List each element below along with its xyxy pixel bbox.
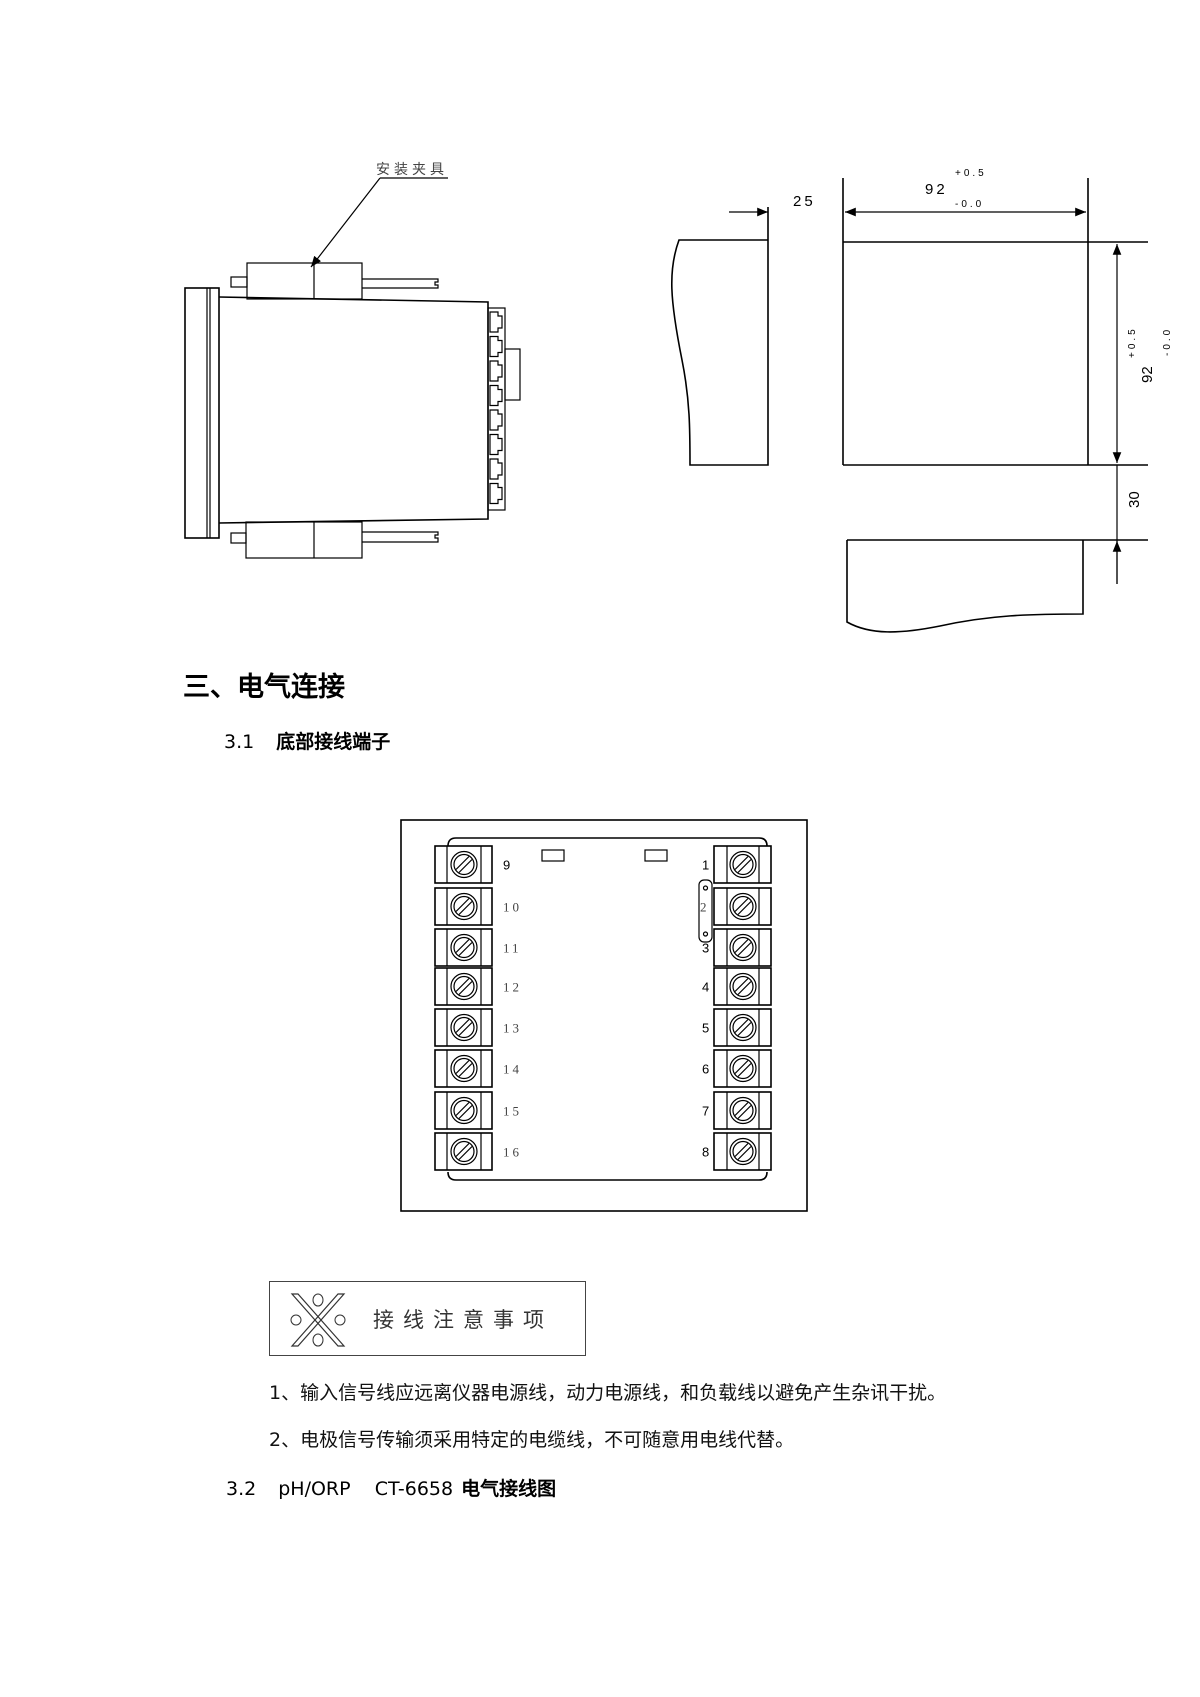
- side-terminal: [489, 384, 503, 407]
- top-clamp-tab: [230, 276, 248, 288]
- screw-icon: [450, 933, 478, 962]
- screw-icon: [450, 1096, 478, 1125]
- bottom-clamp: [245, 521, 363, 559]
- front-bezel: [184, 287, 220, 539]
- left-panel-section: [671, 207, 769, 466]
- top-clamp: [246, 262, 363, 300]
- side-terminal: [489, 458, 503, 480]
- height-tol-plus: +0.5: [1127, 326, 1138, 358]
- side-terminal-strip: [487, 307, 506, 511]
- terminal-number: 11: [503, 941, 522, 956]
- screw-icon: [729, 1096, 757, 1125]
- terminal-number: 10: [503, 900, 522, 915]
- screw-icon: [450, 972, 478, 1001]
- terminal-16: 16: [434, 1132, 522, 1171]
- terminal-number: 15: [503, 1104, 522, 1119]
- bottom-clamp-tab: [230, 532, 247, 544]
- notice-title: 接线注意事项: [373, 1308, 553, 1332]
- screw-icon: [729, 892, 757, 921]
- side-view-drawing: 安装夹具: [184, 162, 521, 559]
- terminal-5: 5: [702, 1008, 772, 1047]
- top-clamp-rod: [362, 278, 439, 289]
- terminal-3: 3: [702, 928, 772, 967]
- housing-body: [218, 296, 489, 524]
- screw-icon: [729, 972, 757, 1001]
- subsection-3-1-heading: 3.1 底部接线端子: [224, 727, 390, 754]
- jumper-link: [698, 879, 713, 943]
- subsection-title: 电气接线图: [461, 1478, 557, 1500]
- screw-icon: [729, 933, 757, 962]
- side-connector: [504, 348, 521, 401]
- screw-icon: [729, 1054, 757, 1083]
- terminal-housing-outline: [447, 837, 768, 1181]
- clamp-label: 安装夹具: [376, 162, 448, 178]
- clamp-leader-arrow: [310, 177, 381, 268]
- terminal-12: 12: [434, 967, 522, 1006]
- model-label: pH/ORP CT-6658: [278, 1478, 454, 1500]
- terminal-number: 8: [702, 1145, 712, 1160]
- side-terminal: [489, 360, 503, 382]
- terminal-number: 6: [702, 1062, 712, 1077]
- terminal-number: 7: [702, 1104, 712, 1119]
- width-dimension: 92: [925, 181, 948, 198]
- side-terminal: [489, 409, 503, 431]
- terminal-13: 13: [434, 1008, 522, 1047]
- width-tol-minus: -0.0: [955, 199, 984, 210]
- panel-cutout-drawing: 25 92 +0.5 -0.0 92 +0.5 -0.0 30: [671, 168, 1173, 633]
- bottom-clamp-rod: [362, 531, 439, 543]
- notice-item-1: 1、输入信号线应远离仪器电源线，动力电源线，和负载线以避免产生杂讯干扰。: [269, 1382, 947, 1404]
- terminal-1: 1: [702, 845, 772, 884]
- terminal-outer-frame: [400, 819, 808, 1212]
- terminal-15: 15: [434, 1091, 522, 1130]
- terminal-number: 2: [700, 900, 710, 915]
- subsection-number: 3.1: [224, 731, 255, 753]
- screw-icon: [450, 1054, 478, 1083]
- terminal-9: 9: [434, 845, 513, 884]
- height-tol-minus: -0.0: [1162, 327, 1173, 356]
- subsection-number: 3.2: [226, 1478, 257, 1500]
- screw-icon: [450, 1137, 478, 1166]
- screw-icon: [729, 1013, 757, 1042]
- section-heading: 三、电气连接: [183, 672, 345, 703]
- terminal-7: 7: [702, 1091, 772, 1130]
- terminal-6: 6: [702, 1049, 772, 1088]
- top-slot-left: [541, 849, 565, 862]
- terminal-number: 14: [503, 1062, 522, 1077]
- terminal-number: 12: [503, 980, 522, 995]
- width-tol-plus: +0.5: [955, 168, 987, 179]
- terminal-14: 14: [434, 1049, 522, 1088]
- top-slot-right: [644, 849, 668, 862]
- wiring-notice-box: 接线注意事项: [269, 1281, 586, 1356]
- terminal-number: 16: [503, 1145, 522, 1160]
- spacing-dimension: 30: [1126, 491, 1143, 508]
- notice-item-2: 2、电极信号传输须采用特定的电缆线，不可随意用电线代替。: [269, 1429, 795, 1451]
- terminal-number: 5: [702, 1021, 712, 1036]
- terminal-number: 3: [702, 941, 712, 956]
- bottom-panel-section: [846, 540, 1084, 633]
- terminal-11: 11: [434, 928, 522, 967]
- side-terminal: [489, 433, 503, 456]
- terminal-2: 2: [700, 887, 772, 926]
- terminal-4: 4: [702, 967, 772, 1006]
- terminal-number: 13: [503, 1021, 522, 1036]
- warning-cross-icon: [290, 1293, 346, 1347]
- subsection-3-2-heading: 3.2 pH/ORP CT-6658 电气接线图: [226, 1474, 556, 1501]
- terminal-number: 9: [503, 858, 513, 873]
- screw-icon: [450, 1013, 478, 1042]
- gap-dimension: 25: [793, 193, 816, 210]
- screw-icon: [729, 1137, 757, 1166]
- subsection-title: 底部接线端子: [276, 731, 391, 753]
- terminal-number: 1: [702, 858, 712, 873]
- height-dimension: 92: [1139, 366, 1156, 383]
- side-terminal: [489, 482, 503, 505]
- side-terminal: [489, 335, 503, 358]
- screw-icon: [450, 850, 478, 879]
- screw-icon: [729, 850, 757, 879]
- terminal-8: 8: [702, 1132, 772, 1171]
- terminal-number: 4: [702, 980, 712, 995]
- screw-icon: [450, 892, 478, 921]
- side-terminal: [489, 311, 503, 333]
- terminal-10: 10: [434, 887, 522, 926]
